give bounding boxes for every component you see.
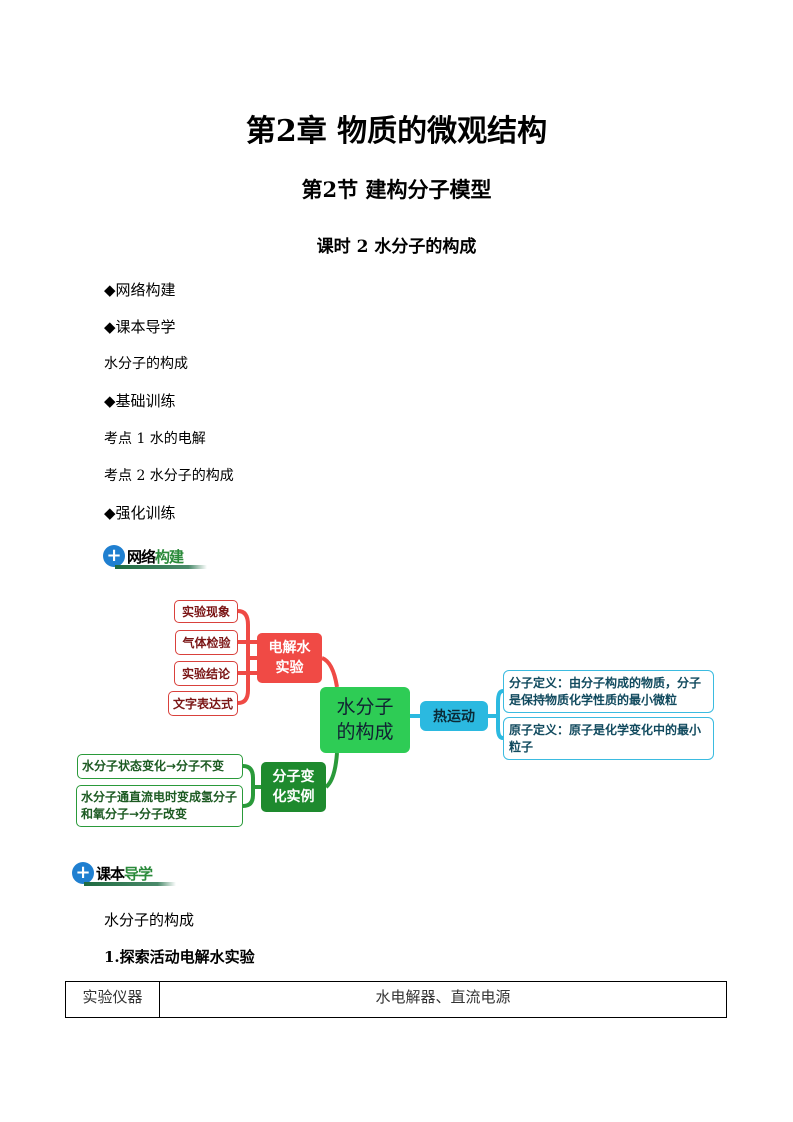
chapter-title: 第2章 物质的微观结构 — [245, 114, 548, 149]
mindmap-center: 水分子的构成 — [320, 687, 410, 753]
section-badge-textbook: + 课本导学 — [72, 862, 182, 888]
guide-topic: 水分子的构成 — [104, 911, 195, 929]
lesson-title: 课时 2 水分子的构成 — [316, 237, 477, 257]
table-cell: 水电解器、直流电源 — [159, 981, 727, 1018]
outline-item: ◆网络构建 — [104, 281, 176, 299]
outline-item: 水分子的构成 — [104, 356, 188, 372]
badge-label: 网络构建 — [127, 548, 184, 566]
table-cell: 实验仪器 — [65, 981, 160, 1018]
section-title: 第2节 建构分子模型 — [301, 177, 492, 202]
mindmap-leaf: 文字表达式 — [168, 691, 238, 716]
section-badge-network: + 网络构建 — [103, 545, 213, 571]
mindmap-leaf: 水分子通直流电时变成氢分子和氧分子→分子改变 — [76, 785, 243, 827]
badge-underline — [84, 882, 176, 886]
outline-item: 考点 1 水的电解 — [104, 431, 206, 447]
table-row: 实验仪器 水电解器、直流电源 — [65, 981, 727, 1018]
mindmap-leaf: 原子定义：原子是化学变化中的最小粒子 — [503, 717, 714, 760]
mindmap-node-electrolysis: 电解水实验 — [257, 633, 322, 683]
apparatus-table: 实验仪器 水电解器、直流电源 — [65, 981, 727, 1018]
outline-item: ◆强化训练 — [104, 504, 176, 522]
mindmap-leaf: 实验现象 — [174, 600, 238, 623]
outline-item: ◆课本导学 — [104, 318, 176, 336]
badge-underline — [115, 565, 207, 569]
mindmap-node-change: 分子变化实例 — [261, 762, 326, 812]
guide-activity: 1.探索活动电解水实验 — [104, 948, 255, 966]
outline-item: ◆基础训练 — [104, 392, 176, 410]
plus-icon: + — [103, 545, 125, 567]
plus-icon: + — [72, 862, 94, 884]
mindmap-node-thermal: 热运动 — [420, 701, 488, 731]
mindmap-leaf: 气体检验 — [175, 630, 238, 655]
mindmap-leaf: 水分子状态变化→分子不变 — [77, 754, 243, 779]
mindmap-leaf: 实验结论 — [174, 661, 238, 686]
badge-label: 课本导学 — [96, 865, 153, 883]
outline-item: 考点 2 水分子的构成 — [104, 468, 234, 484]
mindmap-leaf: 分子定义：由分子构成的物质，分子是保持物质化学性质的最小微粒 — [503, 670, 714, 713]
